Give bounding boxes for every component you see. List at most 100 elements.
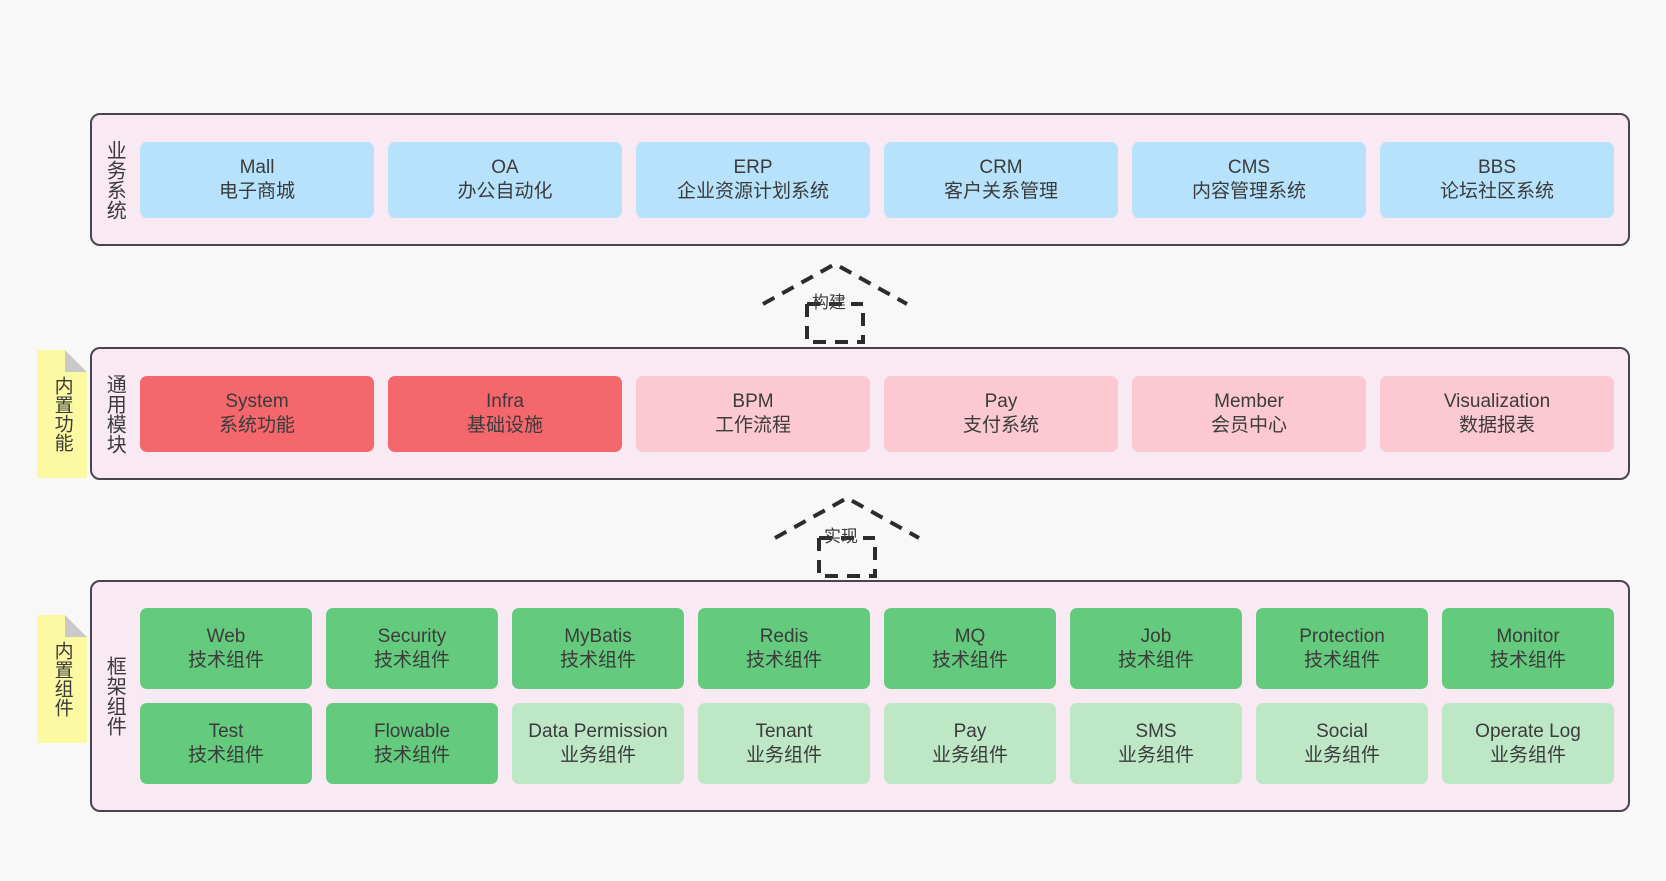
node-tenant[interactable]: Tenant 业务组件 [698, 703, 870, 784]
node-operate-log-en: Operate Log [1475, 721, 1581, 743]
node-system[interactable]: System 系统功能 [140, 375, 374, 452]
node-system-cn: 系统功能 [218, 414, 295, 436]
node-test[interactable]: Test 技术组件 [140, 703, 312, 784]
node-pay-component[interactable]: Pay 业务组件 [884, 703, 1056, 784]
connector-build: 构建 [760, 258, 910, 344]
node-mybatis[interactable]: MyBatis 技术组件 [512, 608, 684, 689]
node-test-en: Test [208, 721, 244, 743]
node-visualization-en: Visualization [1443, 391, 1551, 413]
layer-body-business-system: Mall 电子商城 OA 办公自动化 ERP 企业资源计划系统 CRM 客户关系… [136, 115, 1628, 244]
note-fold-icon [65, 350, 87, 372]
node-pay-component-en: Pay [953, 721, 987, 743]
node-web-en: Web [206, 626, 246, 648]
node-social-en: Social [1316, 721, 1368, 743]
note-builtin-components-label: 内置组件 [51, 641, 73, 717]
build-arrow-icon [762, 261, 908, 344]
node-infra-en: Infra [485, 391, 525, 413]
node-job-cn: 技术组件 [1117, 649, 1194, 671]
node-flowable[interactable]: Flowable 技术组件 [326, 703, 498, 784]
node-data-permission-cn: 业务组件 [559, 744, 636, 766]
node-visualization-cn: 数据报表 [1458, 414, 1535, 436]
node-job[interactable]: Job 技术组件 [1070, 608, 1242, 689]
node-data-permission[interactable]: Data Permission 业务组件 [512, 703, 684, 784]
node-pay-component-cn: 业务组件 [931, 744, 1008, 766]
layer-common-modules: 通用模块 System 系统功能 Infra 基础设施 BPM 工作流程 Pay… [90, 347, 1630, 480]
node-bpm[interactable]: BPM 工作流程 [636, 375, 870, 452]
node-operate-log[interactable]: Operate Log 业务组件 [1442, 703, 1614, 784]
node-pay-module-cn: 支付系统 [962, 414, 1039, 436]
node-visualization[interactable]: Visualization 数据报表 [1380, 375, 1614, 452]
node-tenant-cn: 业务组件 [745, 744, 822, 766]
node-protection[interactable]: Protection 技术组件 [1256, 608, 1428, 689]
layer-body-common-modules: System 系统功能 Infra 基础设施 BPM 工作流程 Pay 支付系统… [136, 349, 1628, 478]
node-sms-cn: 业务组件 [1117, 744, 1194, 766]
node-bpm-cn: 工作流程 [714, 414, 791, 436]
node-oa-cn: 办公自动化 [457, 180, 553, 202]
node-social-cn: 业务组件 [1303, 744, 1380, 766]
node-protection-cn: 技术组件 [1303, 649, 1380, 671]
node-mall[interactable]: Mall 电子商城 [140, 141, 374, 218]
node-monitor-cn: 技术组件 [1489, 649, 1566, 671]
node-cms-cn: 内容管理系统 [1191, 180, 1306, 202]
node-web-cn: 技术组件 [187, 649, 264, 671]
note-builtin-features-label: 内置功能 [51, 376, 73, 452]
node-crm-en: CRM [979, 157, 1023, 179]
node-tenant-en: Tenant [755, 721, 813, 743]
node-mall-en: Mall [239, 157, 275, 179]
node-infra-cn: 基础设施 [466, 414, 543, 436]
node-test-cn: 技术组件 [187, 744, 264, 766]
node-operate-log-cn: 业务组件 [1489, 744, 1566, 766]
layer-body-framework-components: Web 技术组件 Security 技术组件 MyBatis 技术组件 Redi… [136, 582, 1628, 810]
node-bpm-en: BPM [732, 391, 774, 413]
node-mq[interactable]: MQ 技术组件 [884, 608, 1056, 689]
connector-implement-label: 实现 [824, 527, 858, 546]
node-system-en: System [225, 391, 289, 413]
node-data-permission-en: Data Permission [528, 721, 668, 743]
node-protection-en: Protection [1299, 626, 1385, 648]
node-security-en: Security [377, 626, 447, 648]
node-pay-module[interactable]: Pay 支付系统 [884, 375, 1118, 452]
node-web[interactable]: Web 技术组件 [140, 608, 312, 689]
node-oa-en: OA [491, 157, 519, 179]
layer-title-business-system: 业务系统 [103, 139, 126, 220]
node-sms-en: SMS [1135, 721, 1177, 743]
node-cms[interactable]: CMS 内容管理系统 [1132, 141, 1366, 218]
note-builtin-components: 内置组件 [37, 615, 87, 743]
node-flowable-en: Flowable [373, 721, 451, 743]
node-cms-en: CMS [1227, 157, 1271, 179]
node-social[interactable]: Social 业务组件 [1256, 703, 1428, 784]
node-sms[interactable]: SMS 业务组件 [1070, 703, 1242, 784]
node-erp[interactable]: ERP 企业资源计划系统 [636, 141, 870, 218]
node-member[interactable]: Member 会员中心 [1132, 375, 1366, 452]
row-business-systems: Mall 电子商城 OA 办公自动化 ERP 企业资源计划系统 CRM 客户关系… [140, 141, 1614, 218]
row-business-components: Test 技术组件 Flowable 技术组件 Data Permission … [140, 703, 1614, 784]
layer-framework-components: 框架组件 Web 技术组件 Security 技术组件 MyBatis 技术组件… [90, 580, 1630, 812]
node-mq-cn: 技术组件 [931, 649, 1008, 671]
connector-implement: 实现 [772, 492, 922, 578]
layer-title-framework-components: 框架组件 [103, 656, 126, 736]
node-bbs[interactable]: BBS 论坛社区系统 [1380, 141, 1614, 218]
node-erp-cn: 企业资源计划系统 [676, 180, 829, 202]
row-common-modules: System 系统功能 Infra 基础设施 BPM 工作流程 Pay 支付系统… [140, 375, 1614, 452]
node-redis-cn: 技术组件 [745, 649, 822, 671]
node-security-cn: 技术组件 [373, 649, 450, 671]
node-redis-en: Redis [759, 626, 809, 648]
node-infra[interactable]: Infra 基础设施 [388, 375, 622, 452]
node-security[interactable]: Security 技术组件 [326, 608, 498, 689]
note-fold-icon [65, 615, 87, 637]
implement-arrow-icon [774, 495, 920, 578]
node-job-en: Job [1140, 626, 1172, 648]
node-bbs-cn: 论坛社区系统 [1439, 180, 1554, 202]
node-mybatis-cn: 技术组件 [559, 649, 636, 671]
node-oa[interactable]: OA 办公自动化 [388, 141, 622, 218]
node-monitor[interactable]: Monitor 技术组件 [1442, 608, 1614, 689]
node-monitor-en: Monitor [1496, 626, 1560, 648]
node-crm[interactable]: CRM 客户关系管理 [884, 141, 1118, 218]
node-flowable-cn: 技术组件 [373, 744, 450, 766]
node-redis[interactable]: Redis 技术组件 [698, 608, 870, 689]
node-pay-module-en: Pay [984, 391, 1018, 413]
note-builtin-features: 内置功能 [37, 350, 87, 478]
node-mybatis-en: MyBatis [564, 626, 632, 648]
node-crm-cn: 客户关系管理 [943, 180, 1058, 202]
